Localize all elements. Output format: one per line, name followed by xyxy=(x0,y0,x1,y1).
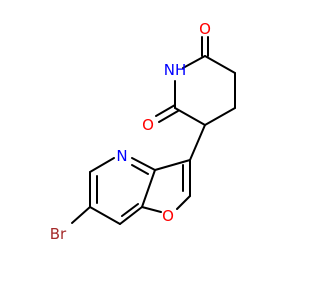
bond-n-c5p xyxy=(89,157,115,173)
bond-c6p-br xyxy=(71,206,91,224)
bond-c6-o-double-a xyxy=(155,104,176,117)
atom-label-n-pyridine: N xyxy=(116,147,127,165)
atom-label-br: Br xyxy=(50,225,67,243)
furopyridine-system xyxy=(71,157,191,225)
bond-c7a-c3a xyxy=(141,169,156,208)
bond-c7p-c7a-inner xyxy=(121,203,139,217)
bond-c2f-o xyxy=(176,195,191,210)
bond-c4-c5 xyxy=(204,107,236,126)
bond-c3a-n xyxy=(131,157,156,171)
bond-o-c7a xyxy=(141,206,162,213)
bond-c3a-c3 xyxy=(154,159,191,171)
atom-label-o-top: O xyxy=(199,20,211,38)
atom-label-nh: NH xyxy=(164,61,187,79)
bond-c5-furan xyxy=(189,124,206,161)
bond-n-c2 xyxy=(182,55,206,69)
atom-label-o-furan: O xyxy=(162,207,174,225)
bond-c6-o-double-b xyxy=(158,110,179,123)
atom-label-o-left: O xyxy=(142,116,154,134)
bond-c7p-c7a xyxy=(119,206,143,225)
bond-c3a-n-inner xyxy=(131,164,149,175)
glutarimide-ring xyxy=(155,36,236,126)
molecule-structure: NH O O N O Br xyxy=(50,20,236,243)
bond-c5-c6 xyxy=(174,107,206,126)
bond-c6p-c7p xyxy=(89,206,121,225)
bond-c2-c3 xyxy=(204,55,236,74)
